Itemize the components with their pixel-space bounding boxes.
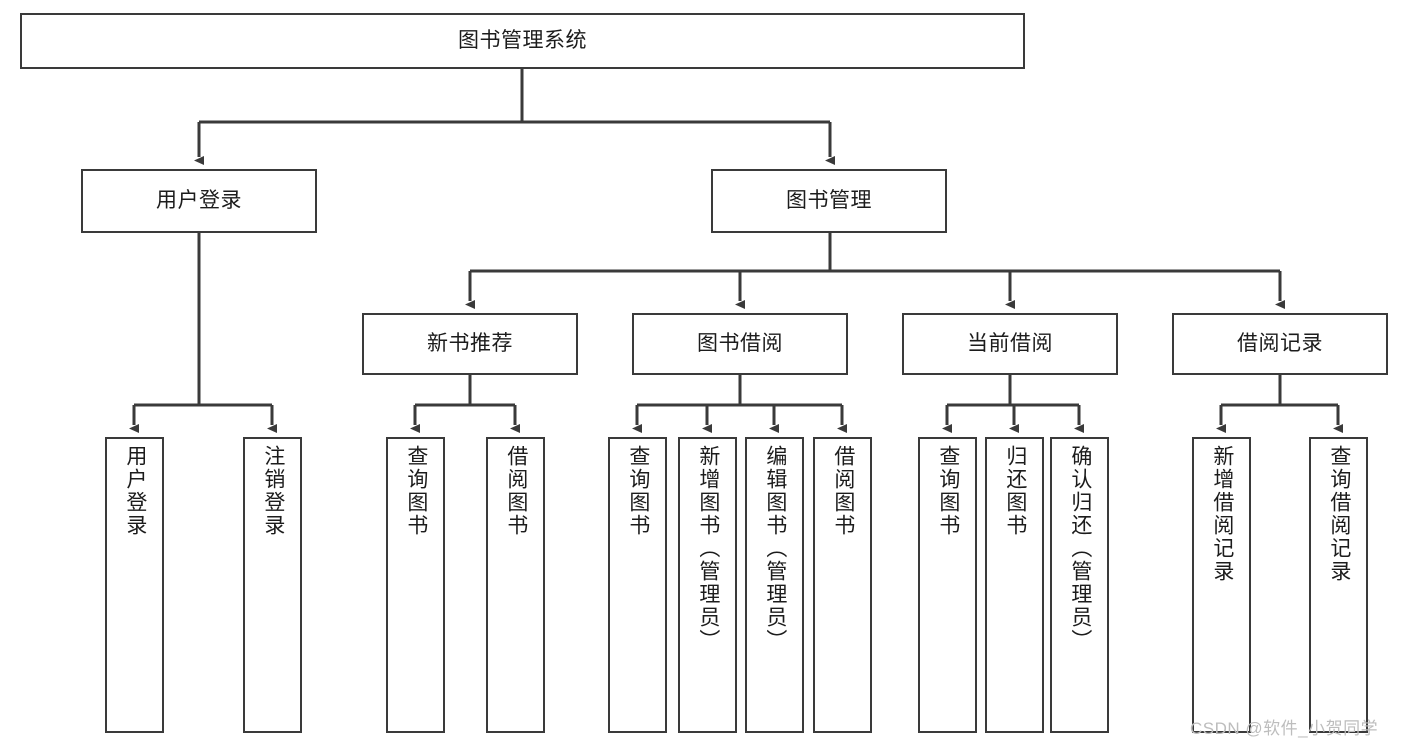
node-label: 新增图书（管理员） (696, 445, 720, 652)
node-new-book-recommend[interactable]: 新书推荐 (362, 313, 578, 375)
node-borrow-record[interactable]: 借阅记录 (1172, 313, 1388, 375)
node-leaf-add-book-admin[interactable]: 新增图书（管理员） (678, 437, 737, 733)
watermark-text: CSDN @软件_小贺同学 (1190, 719, 1379, 738)
node-label: 查询图书 (626, 445, 650, 537)
node-leaf-user-logout[interactable]: 注销登录 (243, 437, 302, 733)
node-label: 图书管理系统 (458, 28, 587, 52)
node-label: 借阅图书 (504, 445, 528, 537)
node-label: 新书推荐 (427, 331, 513, 355)
node-book-borrow[interactable]: 图书借阅 (632, 313, 848, 375)
node-leaf-add-borrow-record[interactable]: 新增借阅记录 (1192, 437, 1251, 733)
node-book-management[interactable]: 图书管理 (711, 169, 947, 233)
node-label: 用户登录 (123, 445, 147, 537)
node-current-borrow[interactable]: 当前借阅 (902, 313, 1118, 375)
node-label: 查询图书 (404, 445, 428, 537)
node-label: 当前借阅 (967, 331, 1053, 355)
node-leaf-query-book-borrow[interactable]: 查询图书 (608, 437, 667, 733)
node-label: 确认归还（管理员） (1068, 445, 1092, 652)
node-label: 图书借阅 (697, 331, 783, 355)
node-label: 查询图书 (936, 445, 960, 537)
node-root-system[interactable]: 图书管理系统 (20, 13, 1025, 69)
node-leaf-borrow-book[interactable]: 借阅图书 (813, 437, 872, 733)
node-label: 查询借阅记录 (1327, 445, 1351, 583)
node-leaf-return-book[interactable]: 归还图书 (985, 437, 1044, 733)
node-leaf-borrow-book-recommend[interactable]: 借阅图书 (486, 437, 545, 733)
node-leaf-query-book-recommend[interactable]: 查询图书 (386, 437, 445, 733)
node-label: 借阅图书 (831, 445, 855, 537)
node-leaf-confirm-return-admin[interactable]: 确认归还（管理员） (1050, 437, 1109, 733)
node-label: 用户登录 (156, 188, 242, 212)
node-label: 注销登录 (261, 445, 285, 537)
node-user-login[interactable]: 用户登录 (81, 169, 317, 233)
node-leaf-query-borrow-record[interactable]: 查询借阅记录 (1309, 437, 1368, 733)
node-leaf-edit-book-admin[interactable]: 编辑图书（管理员） (745, 437, 804, 733)
node-leaf-user-login[interactable]: 用户登录 (105, 437, 164, 733)
node-label: 归还图书 (1003, 445, 1027, 537)
node-label: 图书管理 (786, 188, 872, 212)
node-label: 借阅记录 (1237, 331, 1323, 355)
node-label: 编辑图书（管理员） (763, 445, 787, 652)
node-label: 新增借阅记录 (1210, 445, 1234, 583)
node-leaf-query-book-current[interactable]: 查询图书 (918, 437, 977, 733)
